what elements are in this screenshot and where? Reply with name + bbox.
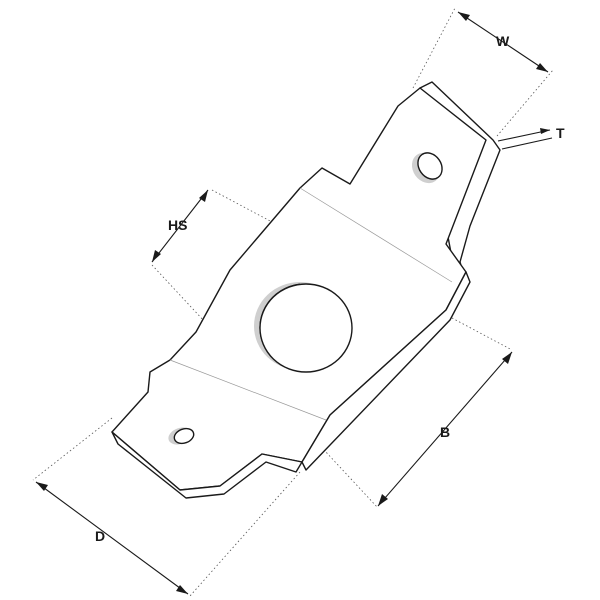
center-hole [254,282,353,373]
w-label: W [496,33,510,49]
dimension-d: D [35,481,189,595]
b-label: B [440,424,450,440]
extension-lines [32,7,554,597]
dimension-w: W [457,11,549,73]
hs-label: HS [168,217,187,233]
upper-bend-line [299,187,453,283]
small-hole-lower [168,427,195,445]
dimension-b: B [377,351,513,507]
t-label: T [556,125,565,141]
lower-tab-edge [111,431,303,499]
small-hole-upper [411,152,443,184]
d-label: D [95,528,105,544]
dimension-hs: HS [151,189,209,263]
lower-bend-line [169,359,327,421]
body-side-edge [301,271,471,471]
dimension-t: T [497,125,565,150]
